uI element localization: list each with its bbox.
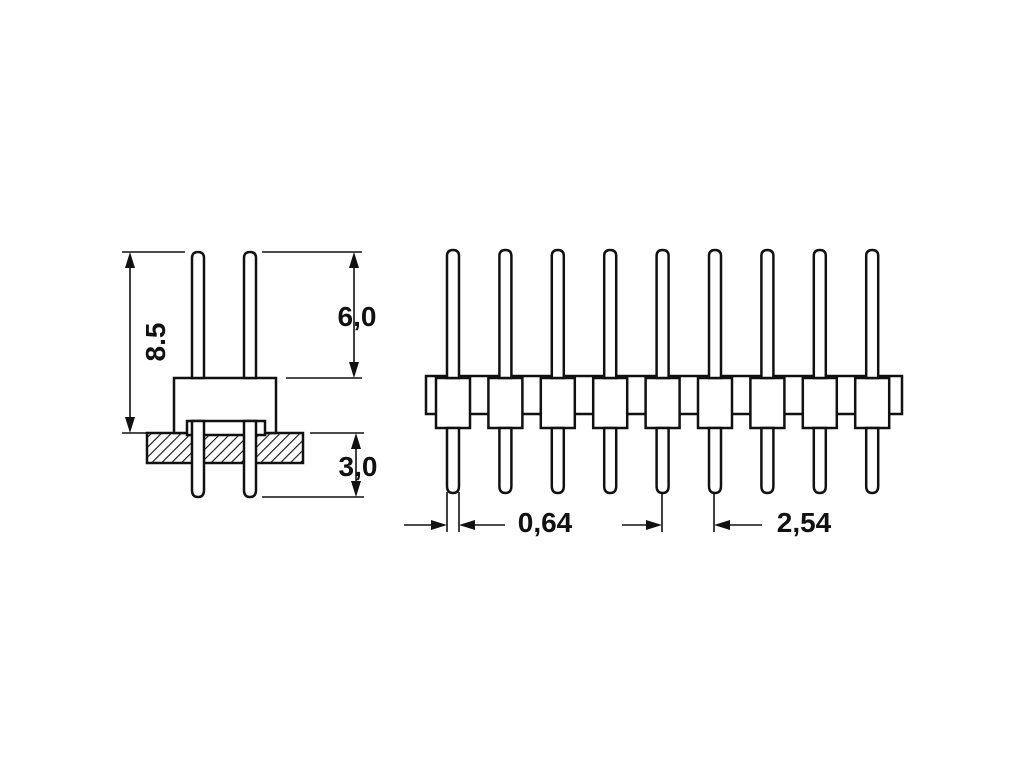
side-pin <box>190 250 206 380</box>
pin-upper <box>864 248 880 380</box>
pin-upper <box>760 248 775 380</box>
dim-pin-top: 6,0 <box>262 251 377 379</box>
pin-collar <box>801 376 839 430</box>
pin-upper <box>602 248 618 380</box>
pin-collar <box>434 376 472 430</box>
dim-pin-bottom: 3,0 <box>262 432 378 498</box>
pin-upper <box>445 248 461 380</box>
pin-collar <box>644 376 681 430</box>
front-view <box>424 248 904 495</box>
pin-lower <box>812 426 828 495</box>
pin-lower <box>707 426 723 495</box>
pin-collar <box>853 376 891 430</box>
dim-pin-width-label: 0,64 <box>518 507 573 538</box>
dim-pin-bottom-label: 3,0 <box>339 451 378 482</box>
dim-pin-width: 0,64 <box>404 492 573 538</box>
pin-lower <box>550 426 566 495</box>
dim-total-height: 8.5 <box>122 251 185 434</box>
pin-upper <box>812 248 828 380</box>
pcb-section <box>145 431 305 465</box>
dim-pitch: 2,54 <box>622 492 832 538</box>
pin-collar <box>696 376 734 430</box>
side-pin <box>242 419 258 499</box>
pin-lower <box>655 426 670 495</box>
pin-upper <box>550 248 566 380</box>
front-pins <box>434 248 891 495</box>
pin-upper <box>655 248 670 380</box>
side-view <box>145 250 305 499</box>
pin-collar <box>539 376 577 430</box>
pin-lower <box>864 426 880 495</box>
dim-total-height-label: 8.5 <box>140 323 171 362</box>
pin-lower <box>445 426 461 495</box>
side-pins <box>190 250 258 499</box>
pin-collar <box>749 376 786 430</box>
pin-lower <box>602 426 618 495</box>
side-pin <box>190 419 206 499</box>
side-pin <box>242 250 258 380</box>
pin-upper <box>498 248 513 380</box>
pin-upper <box>707 248 723 380</box>
dim-pitch-label: 2,54 <box>777 507 832 538</box>
pin-lower <box>760 426 775 495</box>
pin-collar <box>591 376 629 430</box>
pin-collar <box>487 376 524 430</box>
pin-lower <box>498 426 513 495</box>
dim-pin-top-label: 6,0 <box>338 301 377 332</box>
